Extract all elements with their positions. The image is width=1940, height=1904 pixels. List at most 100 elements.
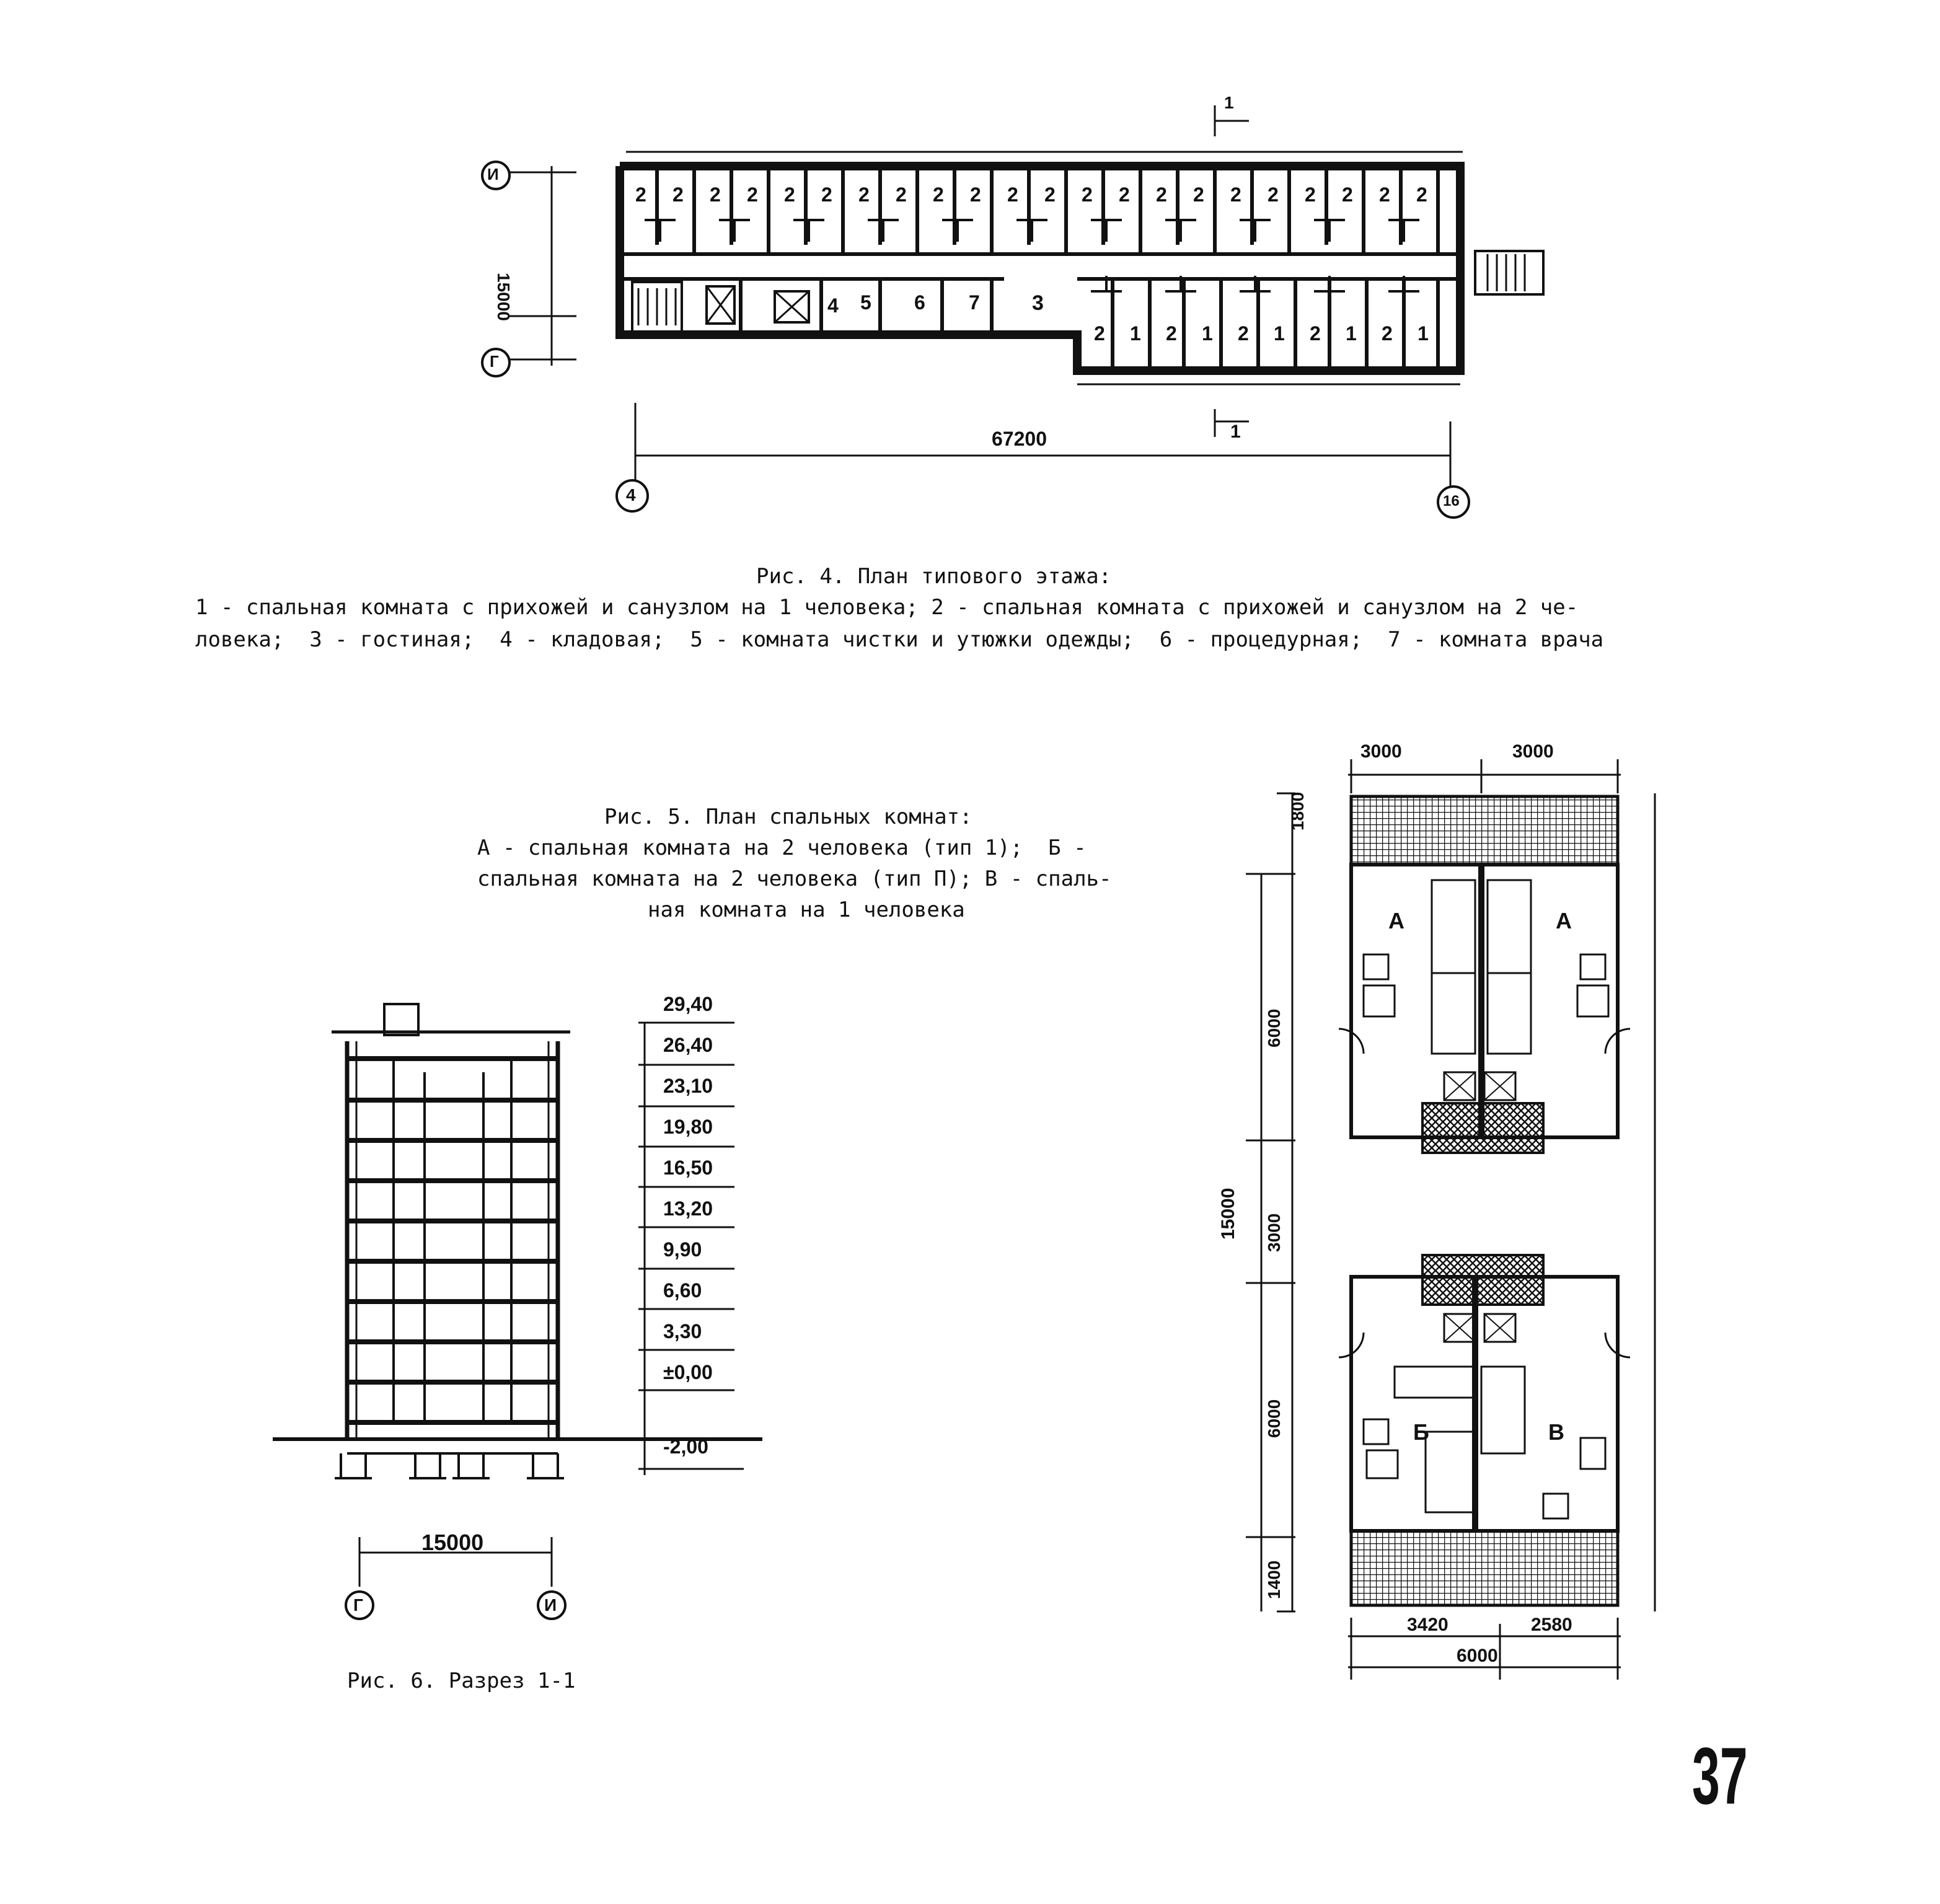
fig5-dim-top-right: 3000 [1512, 741, 1554, 762]
fig4-axis-bottom-label: Г [490, 352, 499, 371]
fig4-floor-plan [481, 105, 1545, 519]
fig5-room-label-v: В [1548, 1419, 1564, 1445]
fig4-axis-left-label: 4 [626, 485, 636, 505]
level-mark: 26,40 [663, 1034, 713, 1056]
fig6-axis-markers [345, 1590, 567, 1620]
page-number: 37 [1692, 1730, 1748, 1821]
room-label: 1 [1202, 322, 1213, 345]
fig6-dim-width: 15000 [421, 1530, 484, 1555]
fig5-dim-1800: 1800 [1288, 791, 1307, 831]
fig5-dim-1400: 1400 [1264, 1560, 1284, 1599]
room-label: 2 [1082, 183, 1093, 206]
room-label: 2 [821, 183, 832, 206]
fig5-walls [1338, 863, 1631, 1533]
fig5-bathroom-bottom [1421, 1254, 1545, 1306]
room-label: 2 [784, 183, 795, 206]
level-mark: 3,30 [663, 1320, 702, 1342]
fig5-dim-bottom-right: 2580 [1531, 1615, 1572, 1635]
fig5-room-label-b: Б [1413, 1419, 1429, 1445]
room-label: 2 [933, 183, 944, 206]
fig4-caption-title: Рис. 4. План типового этажа: [756, 564, 1112, 589]
fig5-caption-line1: А - спальная комната на 2 человека (тип … [477, 835, 1087, 860]
room-label: 1 [1274, 322, 1285, 345]
fig4-living-room-3: 3 [1032, 291, 1044, 315]
level-mark: 13,20 [663, 1197, 713, 1220]
fig5-dim-3000: 3000 [1264, 1213, 1284, 1252]
room-label: 2 [858, 183, 870, 206]
fig4-caption-line1: 1 - спальная комната с прихожей и санузл… [195, 595, 1579, 620]
room-label: 2 [1044, 183, 1056, 206]
room-label: 1 [1130, 322, 1141, 345]
room-label: 2 [1156, 183, 1167, 206]
fig6-axis-right-label: И [544, 1595, 557, 1615]
fig4-service-room-6: 6 [914, 291, 925, 314]
room-label: 2 [672, 183, 684, 206]
level-mark: 6,60 [663, 1279, 702, 1302]
fig5-balcony-top [1349, 795, 1620, 866]
room-label: 2 [1305, 183, 1316, 206]
room-label: 2 [1382, 322, 1393, 345]
fig5-caption-title: Рис. 5. План спальных комнат: [604, 804, 972, 829]
level-mark: 23,10 [663, 1075, 713, 1097]
fig4-bottom-room-labels: 2 1 2 1 2 1 2 1 2 1 [1094, 322, 1453, 345]
fig6-caption: Рис. 6. Разрез 1-1 [347, 1668, 576, 1693]
level-mark: 29,40 [663, 993, 713, 1015]
room-label: 2 [747, 183, 758, 206]
fig5-room-label-a-right: А [1556, 908, 1572, 933]
fig5-dim-top-left: 3000 [1360, 741, 1402, 762]
fig5-caption-line3: ная комната на 1 человека [648, 897, 965, 922]
room-label: 1 [1346, 322, 1357, 345]
room-label: 2 [1238, 322, 1249, 345]
room-label: 2 [1230, 183, 1241, 206]
fig5-dim-bottom-left: 3420 [1407, 1615, 1448, 1635]
fig6-section [273, 1003, 762, 1620]
room-label: 2 [1416, 183, 1427, 206]
fig4-caption-line2: ловека; 3 - гостиная; 4 - кладовая; 5 - … [195, 627, 1604, 652]
fig6-levels: 29,40 26,40 23,10 19,80 16,50 13,20 9,90… [663, 993, 713, 1476]
fig4-service-room-4: 4 [827, 294, 839, 317]
room-label: 2 [1310, 322, 1321, 345]
fig4-walls [615, 162, 1545, 375]
level-mark: ±0,00 [663, 1361, 713, 1383]
fig6-level-marks [638, 1021, 744, 1475]
fig4-dim-depth: 15000 [494, 273, 513, 321]
fig4-top-room-labels: 2 2 2 2 2 2 2 2 2 2 2 2 2 2 2 2 2 2 2 2 … [635, 183, 1453, 206]
level-mark: 9,90 [663, 1238, 702, 1261]
fig5-balcony-bottom [1349, 1529, 1620, 1607]
room-label: 1 [1418, 322, 1429, 345]
room-label: 2 [896, 183, 907, 206]
room-label: 2 [970, 183, 981, 206]
fig5-dim-bottom-total: 6000 [1457, 1646, 1498, 1666]
fig6-building [273, 1003, 762, 1587]
fig4-section-bottom: 1 [1230, 421, 1241, 442]
room-label: 2 [1379, 183, 1390, 206]
fig5-room-label-a-left: А [1388, 908, 1404, 933]
fig5-rooms-plan [1246, 759, 1656, 1680]
room-label: 2 [1094, 322, 1105, 345]
room-label: 2 [1268, 183, 1279, 206]
level-mark: 19,80 [663, 1116, 713, 1138]
fig5-dim-15000: 15000 [1218, 1188, 1238, 1240]
fig4-service-room-5: 5 [860, 291, 871, 314]
fig4-axis-right-label: 16 [1443, 493, 1460, 509]
room-label: 2 [1166, 322, 1177, 345]
fig4-dim-length: 67200 [992, 428, 1047, 450]
fig5-dim-6000-top: 6000 [1264, 1008, 1284, 1047]
fig5-caption-line2: спальная комната на 2 человека (тип П); … [477, 866, 1112, 891]
fig4-axis-top-label: И [487, 165, 499, 183]
fig4-section-top: 1 [1224, 93, 1234, 112]
room-label: 2 [1193, 183, 1204, 206]
room-label: 2 [1342, 183, 1353, 206]
level-mark: 16,50 [663, 1157, 713, 1179]
fig6-axis-left-label: Г [353, 1595, 363, 1615]
room-label: 2 [1119, 183, 1130, 206]
fig4-service-room-7: 7 [969, 291, 980, 314]
fig5-dim-6000-bottom: 6000 [1264, 1399, 1284, 1438]
room-label: 2 [710, 183, 721, 206]
fig4-axis-markers [481, 161, 1470, 519]
fig5-dimension-lines [1246, 759, 1656, 1680]
level-mark: -2,00 [663, 1435, 708, 1458]
fig4-dimensions [508, 105, 1463, 496]
room-label: 2 [635, 183, 646, 206]
room-label: 2 [1007, 183, 1018, 206]
